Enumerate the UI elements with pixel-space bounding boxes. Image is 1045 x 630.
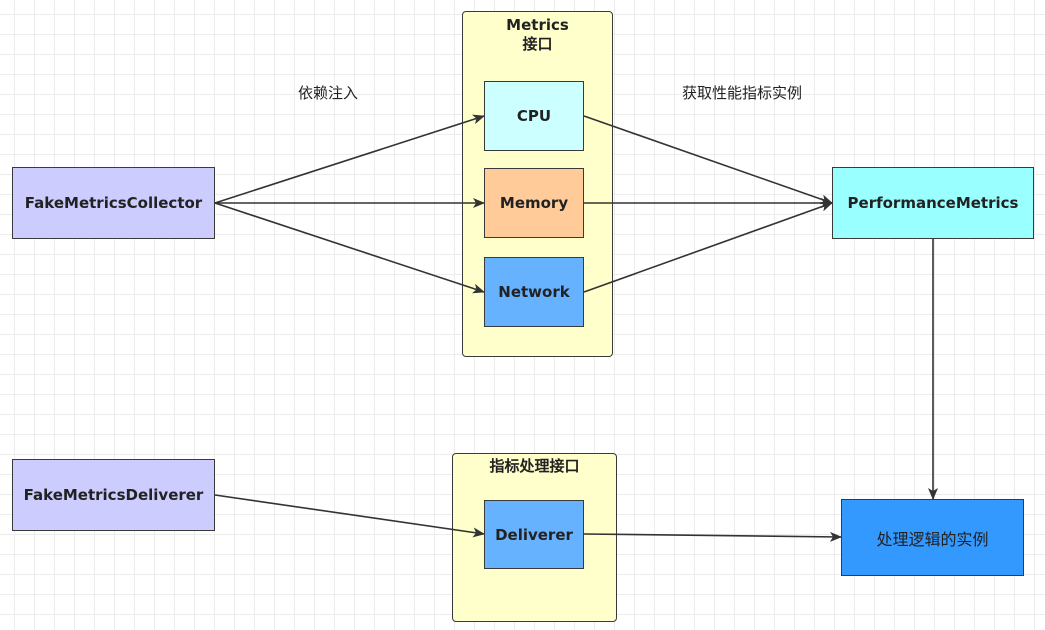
network-label: Network <box>498 283 570 301</box>
processing-logic-instance-node[interactable]: 处理逻辑的实例 <box>841 499 1024 576</box>
edge-deliverer-src-to-deliverer <box>214 494 485 538</box>
fake-metrics-deliverer-label: FakeMetricsDeliverer <box>23 486 204 504</box>
deliverer-label: Deliverer <box>495 525 573 544</box>
deliverer-node[interactable]: Deliverer <box>484 500 584 569</box>
metrics-interface-title: Metrics 接口 <box>506 16 569 53</box>
edge-network-to-performance <box>583 202 833 293</box>
performance-metrics-label: PerformanceMetrics <box>847 194 1019 212</box>
network-node[interactable]: Network <box>484 257 584 327</box>
get-performance-instance-label: 获取性能指标实例 <box>682 84 803 102</box>
fake-metrics-collector-node[interactable]: FakeMetricsCollector <box>12 167 215 239</box>
memory-label: Memory <box>499 194 569 212</box>
dependency-injection-label: 依赖注入 <box>298 84 359 102</box>
fake-metrics-deliverer-node[interactable]: FakeMetricsDeliverer <box>12 459 215 531</box>
edge-deliverer-to-logic <box>583 531 842 542</box>
process-interface-title: 指标处理接口 <box>489 457 580 475</box>
fake-metrics-collector-label: FakeMetricsCollector <box>24 194 203 212</box>
edge-cpu-to-performance <box>583 115 833 205</box>
memory-node[interactable]: Memory <box>484 168 584 238</box>
edge-collector-to-cpu <box>214 114 485 204</box>
cpu-node[interactable]: CPU <box>484 81 584 151</box>
edge-collector-to-network <box>214 202 485 294</box>
performance-metrics-node[interactable]: PerformanceMetrics <box>832 167 1034 239</box>
processing-logic-instance-label: 处理逻辑的实例 <box>876 529 989 549</box>
cpu-label: CPU <box>516 107 552 125</box>
